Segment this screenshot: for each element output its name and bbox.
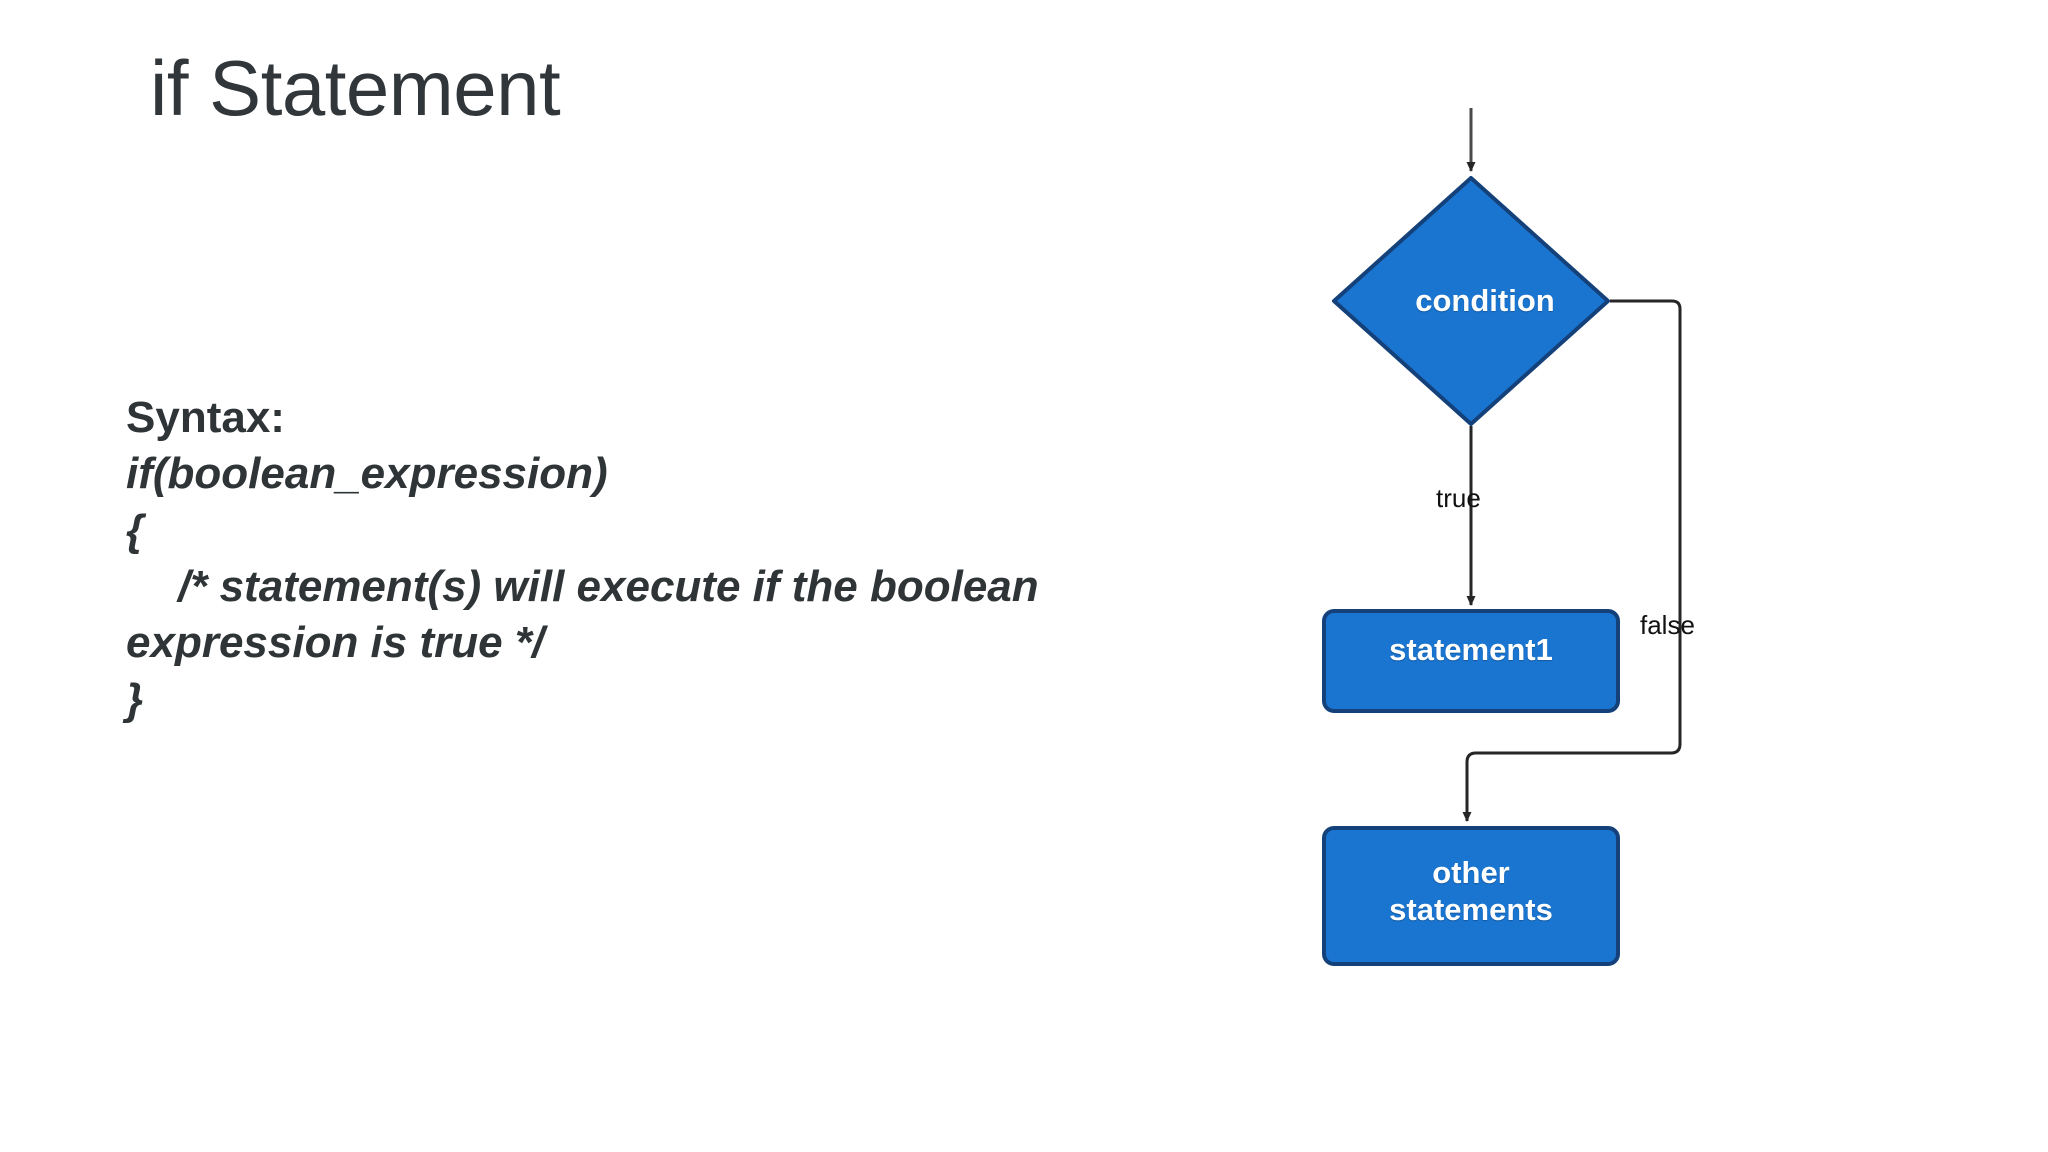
syntax-line-close-brace: } — [126, 674, 144, 724]
node-statement1-box[interactable] — [1322, 609, 1620, 713]
edge-label-false: false — [1640, 610, 1695, 640]
edge-label-true: true — [1436, 483, 1481, 513]
node-condition-diamond[interactable] — [1332, 176, 1610, 426]
syntax-line-open-brace: { — [126, 505, 144, 555]
syntax-text-block: Syntax: if(boolean_expression) { /* stat… — [126, 390, 1196, 728]
node-other-statements-box[interactable] — [1322, 826, 1620, 966]
page-title: if Statement — [150, 44, 561, 132]
flowchart-svg — [1322, 108, 1682, 966]
flowchart-diagram: condition statement1 other statements tr… — [1310, 108, 1850, 1008]
syntax-heading: Syntax: — [126, 393, 285, 442]
syntax-line-comment: /* statement(s) will execute if the bool… — [126, 561, 1039, 668]
syntax-line-if: if(boolean_expression) — [126, 449, 608, 499]
edge-false-branch — [1462, 299, 1682, 822]
